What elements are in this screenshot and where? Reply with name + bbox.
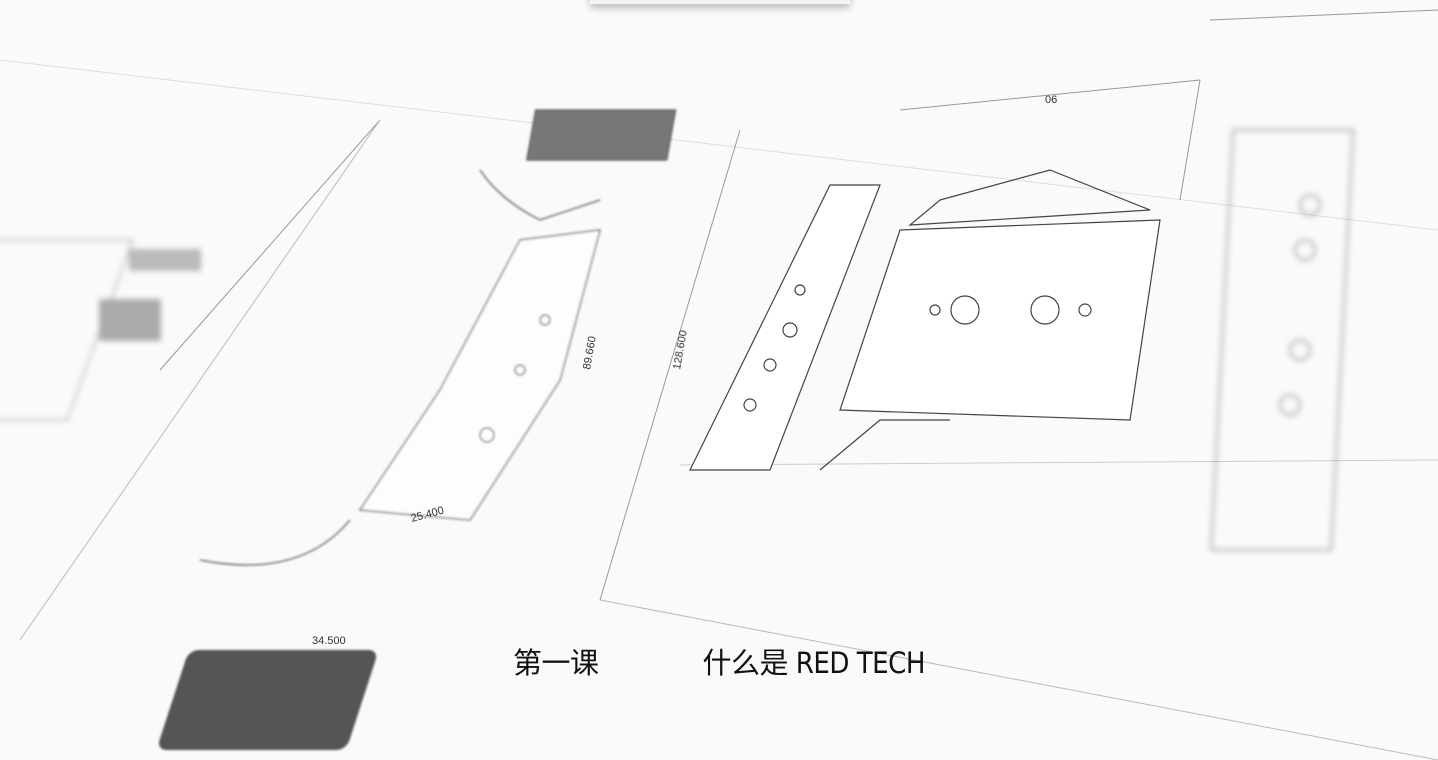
lesson-title: 什么是 RED TECH [702,646,926,680]
subtitle: 第一课 什么是 RED TECH [0,640,1438,682]
dimension-label: 89.660 [581,335,599,370]
dimension-label: 34.500 [312,635,346,647]
lesson-label: 第一课 [512,646,599,680]
dimension-label: 06 [1045,94,1057,106]
dimension-label: 128.600 [671,329,690,370]
top-overlay-bar [590,0,850,4]
